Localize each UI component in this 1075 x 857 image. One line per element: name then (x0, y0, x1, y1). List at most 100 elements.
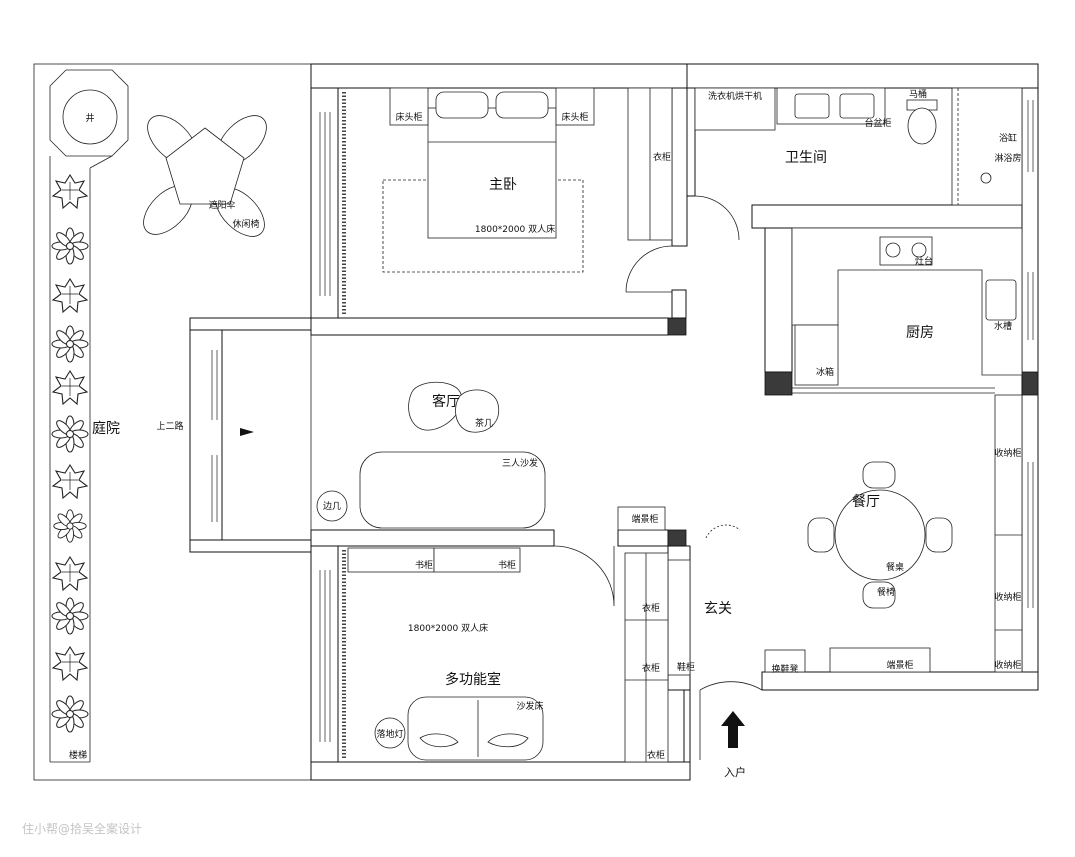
table-label: 餐桌 (886, 561, 904, 573)
sofa-bed-label: 沙发床 (516, 700, 543, 712)
nightstand-label: 床头柜 (561, 111, 588, 123)
floor-lamp-label: 落地灯 (376, 728, 403, 740)
wardrobe-label: 衣柜 (642, 602, 660, 614)
wall (189, 539, 312, 553)
plant-daisy-icon (51, 597, 89, 635)
entrance-label: 入户 (724, 765, 746, 779)
nightstand (389, 87, 429, 126)
bed-label: 1800*2000 双人床 (408, 622, 488, 634)
sink (985, 279, 1017, 321)
dining-chair (862, 461, 896, 489)
column (667, 317, 687, 336)
washer-label: 洗衣机烘干机 (708, 90, 762, 102)
chair-label: 餐椅 (877, 586, 895, 598)
plant-daisy-icon (53, 509, 87, 543)
toilet-label: 马桶 (909, 88, 927, 100)
console-label: 端景柜 (886, 659, 913, 671)
column (667, 529, 687, 547)
bench-label: 换鞋凳 (771, 663, 798, 675)
burner-icon (911, 242, 927, 258)
dining-chair (807, 517, 835, 553)
wall (671, 87, 688, 247)
plant-daisy-icon (51, 325, 89, 363)
wall (310, 63, 688, 89)
sofa-bed (407, 696, 544, 761)
storage-label: 收纳柜 (994, 591, 1021, 603)
cushion (419, 733, 459, 748)
wall (310, 545, 339, 763)
cushion (487, 733, 529, 748)
nightstand-label: 床头柜 (395, 111, 422, 123)
shoe-cabinet (667, 559, 691, 676)
wall (683, 689, 691, 763)
stairs-label: 楼梯 (69, 749, 87, 761)
nightstand (555, 87, 595, 126)
dining-chair (925, 517, 953, 553)
room-name-kitchen: 厨房 (906, 325, 934, 341)
dining: 餐厅 餐桌 餐椅 收纳柜 收纳柜 收纳柜 端景柜 换鞋凳 (764, 394, 1023, 675)
fridge-label: 冰箱 (816, 366, 834, 378)
wall (671, 289, 687, 319)
side-table-label: 边几 (323, 501, 341, 512)
room-name-living-room: 客厅 (432, 393, 460, 410)
courtyard-boundary (33, 63, 312, 781)
planter-top-diagonal (89, 155, 113, 169)
column (1021, 371, 1039, 396)
room-name-entry: 玄关 (704, 600, 732, 617)
living-room: 客厅 茶几 三人沙发 边几 端景柜 (316, 381, 666, 531)
watermark: 住小帮@拾吴全案设计 (22, 821, 142, 836)
well-label: 井 (85, 112, 94, 124)
pebble-seat (408, 381, 463, 431)
sofa-label: 三人沙发 (502, 457, 538, 469)
direction-arrow-icon (240, 428, 254, 436)
wall (310, 87, 339, 319)
shower-label: 淋浴房 (994, 152, 1021, 164)
wall (310, 317, 669, 336)
shoe-cabinet-label: 鞋柜 (677, 661, 695, 673)
wardrobe-label: 衣柜 (653, 151, 671, 163)
shoe-bench (764, 649, 806, 673)
wall (310, 529, 555, 547)
console-cabinet (829, 647, 931, 673)
coffee-table-label: 茶几 (475, 417, 493, 429)
washer-dryer (694, 87, 776, 131)
umbrella-label: 遮阳伞 (208, 199, 235, 211)
chairs-label: 休闲椅 (232, 218, 259, 230)
courtyard: 井 遮阳伞 休闲椅 庭院 楼梯 上二路 (33, 63, 312, 781)
console-cabinet (617, 506, 666, 531)
column (764, 371, 793, 396)
console-label: 端景柜 (631, 513, 658, 525)
pillow (435, 91, 489, 119)
storage-label: 收纳柜 (994, 659, 1021, 671)
bathroom: 洗衣机烘干机 台盆柜 马桶 浴缸 淋浴房 卫生间 (694, 87, 1023, 241)
fridge (794, 324, 839, 386)
wall (189, 317, 312, 331)
sofa (359, 451, 546, 529)
bed (427, 107, 557, 239)
entrance-arrow-icon (721, 711, 745, 748)
floor-lamp-icon (374, 717, 406, 749)
bookcase (433, 547, 521, 573)
door-swing (699, 681, 763, 760)
umbrella-set (143, 115, 267, 237)
storage-label: 收纳柜 (994, 447, 1021, 459)
shower-head-icon (980, 172, 992, 184)
wardrobe-label: 衣柜 (642, 662, 660, 674)
dining-table (834, 489, 926, 581)
stove-label: 灶台 (915, 255, 933, 267)
bookcase-label: 书柜 (498, 559, 516, 571)
storage-cabinet (994, 394, 1023, 673)
door-swing (553, 545, 615, 607)
dining-chair (862, 581, 896, 609)
stairs-up-label: 上二路 (156, 420, 183, 432)
wall (617, 529, 669, 547)
room-name-bathroom: 卫生间 (785, 150, 827, 166)
pillow (495, 91, 549, 119)
burner-icon (885, 242, 901, 258)
multi-function-room: 书柜 书柜 1800*2000 双人床 多功能室 沙发床 落地灯 衣柜 衣柜 衣… (347, 547, 669, 763)
wall (751, 204, 1023, 229)
bed-label: 1800*2000 双人床 (475, 223, 555, 235)
door-swing (625, 245, 673, 293)
vanity-label: 台盆柜 (864, 117, 891, 129)
